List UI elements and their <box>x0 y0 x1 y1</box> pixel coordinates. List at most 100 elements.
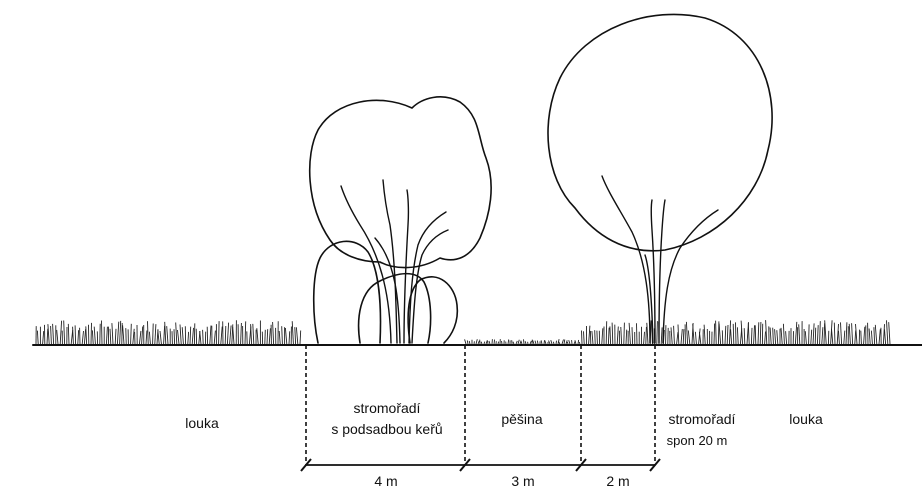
grass-blade <box>584 331 585 344</box>
grass-blade <box>569 340 570 344</box>
grass-blade <box>647 323 648 344</box>
grass-blade <box>755 325 756 344</box>
label-louka-left: louka <box>185 415 219 431</box>
grass-blade <box>674 326 675 344</box>
grass-blade <box>737 327 738 344</box>
grass-blade <box>822 327 823 344</box>
grass-blade <box>484 342 485 344</box>
grass-blade <box>849 324 850 344</box>
grass-blade <box>155 324 156 344</box>
grass-blade <box>467 340 468 344</box>
grass-blade <box>230 326 232 345</box>
grass-blade <box>200 331 201 344</box>
grass-blade <box>516 341 517 344</box>
grass-blade <box>221 327 222 345</box>
grass-blade <box>714 324 715 345</box>
grass-blade <box>852 323 853 344</box>
grass-blade <box>795 322 796 344</box>
grass-blade <box>579 342 580 344</box>
grass-blade <box>644 332 645 344</box>
grass-blade <box>725 326 726 344</box>
grass-blade <box>146 331 147 345</box>
grass-blade <box>861 331 862 344</box>
grass-blade <box>874 327 875 344</box>
grass-blade <box>502 341 503 344</box>
grass-blade <box>777 330 778 344</box>
grass-blade <box>632 327 633 344</box>
grass-blade <box>661 327 662 344</box>
tree-crown-left <box>310 97 491 268</box>
grass-blade <box>775 329 776 344</box>
meadow-grass-left <box>36 320 301 344</box>
grass-blade <box>545 341 546 345</box>
grass-blade <box>513 342 514 344</box>
grass-blade <box>478 341 479 344</box>
grass-blade <box>781 328 782 344</box>
grass-blade <box>887 320 888 344</box>
grass-blade <box>626 330 627 344</box>
shrub-left <box>314 241 381 343</box>
grass-blade <box>167 326 168 344</box>
grass-blade <box>75 325 76 344</box>
dimension-label-2m: 2 m <box>606 473 629 489</box>
grass-blade <box>589 326 590 344</box>
grass-blade <box>43 331 44 344</box>
grass-blade <box>751 328 752 344</box>
grass-blade <box>671 327 672 344</box>
grass-blade <box>834 323 835 344</box>
grass-blade <box>869 329 870 345</box>
grass-blade <box>731 329 732 344</box>
grass-blade <box>285 328 286 344</box>
grass-blade <box>192 328 193 344</box>
grass-blade <box>289 331 290 344</box>
grass-blade <box>832 329 833 344</box>
grass-blade <box>678 325 679 345</box>
grass-blade <box>465 339 466 344</box>
grass-blade <box>142 327 143 345</box>
grass-blade <box>486 340 487 344</box>
grass-blade <box>704 325 705 344</box>
grass-blade <box>91 323 92 344</box>
grass-blade <box>267 329 268 344</box>
grass-blade <box>770 328 771 345</box>
grass-blade <box>139 331 141 344</box>
grass-blade <box>292 321 293 344</box>
grass-blade <box>575 340 576 344</box>
grass-blade <box>188 332 189 344</box>
grass-blade <box>489 341 490 344</box>
grass-blade <box>879 329 880 344</box>
grass-blade <box>621 327 622 344</box>
grass-blade <box>612 323 613 344</box>
grass-blade <box>562 340 564 345</box>
grass-blade <box>695 332 696 344</box>
grass-blade <box>549 341 551 344</box>
grass-blade <box>855 330 856 344</box>
path-grass <box>465 339 580 344</box>
grass-blade <box>300 331 301 345</box>
grass-blade <box>681 329 682 344</box>
grass-blade <box>525 341 526 344</box>
grass-blade <box>608 328 609 344</box>
grass-blade <box>719 324 721 345</box>
grass-blade <box>476 339 477 344</box>
grass-blade <box>889 322 890 344</box>
grass-blade <box>864 327 865 344</box>
grass-blade <box>582 331 583 345</box>
grass-blade <box>133 329 134 344</box>
grass-blade <box>592 331 593 344</box>
grass-blade <box>530 341 531 344</box>
grass-blade <box>37 331 38 344</box>
grass-blade <box>825 320 827 344</box>
grass-blade <box>245 321 246 344</box>
grass-blade <box>744 328 745 344</box>
grass-blade <box>219 321 220 344</box>
grass-blade <box>646 327 647 344</box>
grass-blade <box>190 327 191 344</box>
grass-blade <box>296 327 297 344</box>
grass-blade <box>282 326 283 344</box>
grass-blade <box>541 340 542 344</box>
grass-blade <box>657 321 658 344</box>
grass-blade <box>86 326 87 344</box>
grass-blade <box>225 326 226 344</box>
